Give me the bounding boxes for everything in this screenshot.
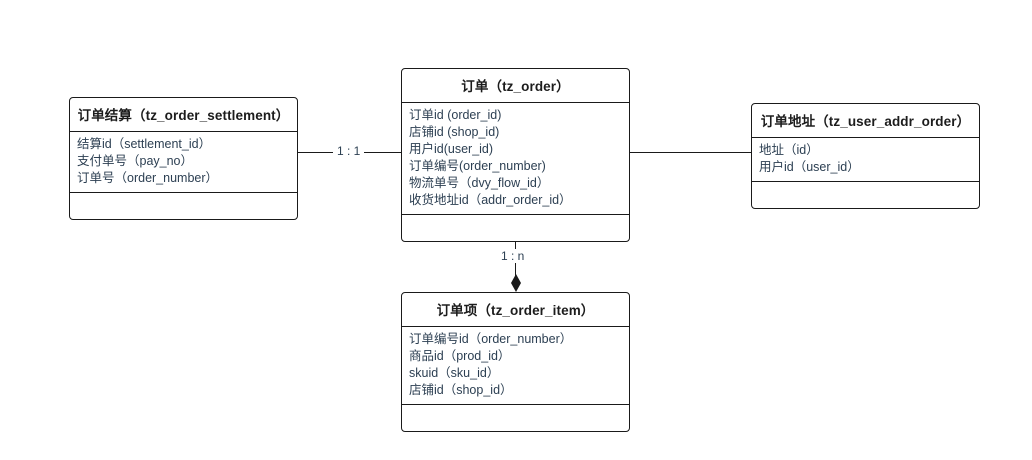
entity-fields-user-addr-order: 地址（id） 用户id（user_id） — [752, 138, 979, 182]
entity-title-order: 订单（tz_order） — [402, 69, 629, 103]
entity-title-user-addr-order: 订单地址（tz_user_addr_order） — [752, 104, 979, 138]
field-row: 店铺id（shop_id） — [409, 383, 513, 397]
entity-order-settlement[interactable]: 订单结算（tz_order_settlement） 结算id（settlemen… — [69, 97, 298, 220]
entity-title-order-item: 订单项（tz_order_item） — [402, 293, 629, 327]
entity-footer-order-item — [402, 405, 629, 431]
field-row: 店铺id (shop_id) — [409, 125, 500, 139]
field-row: 订单号（order_number） — [77, 171, 219, 185]
entity-fields-order: 订单id (order_id) 店铺id (shop_id) 用户id(user… — [402, 103, 629, 215]
entity-footer-order-settlement — [70, 193, 297, 219]
entity-order[interactable]: 订单（tz_order） 订单id (order_id) 店铺id (shop_… — [401, 68, 630, 242]
field-row: 订单编号(order_number) — [409, 159, 546, 173]
entity-footer-user-addr-order — [752, 182, 979, 208]
entity-title-order-settlement: 订单结算（tz_order_settlement） — [70, 98, 297, 132]
field-row: 订单id (order_id) — [409, 108, 502, 122]
connector-order-addr — [630, 152, 751, 153]
field-row: 订单编号id（order_number） — [409, 332, 573, 346]
field-row: 结算id（settlement_id） — [77, 137, 212, 151]
field-row: 支付单号（pay_no） — [77, 154, 194, 168]
cardinality-label-settlement-order: 1 : 1 — [333, 144, 365, 158]
field-row: 地址（id） — [759, 143, 819, 157]
cardinality-label-order-item: 1 : n — [497, 249, 529, 263]
entity-user-addr-order[interactable]: 订单地址（tz_user_addr_order） 地址（id） 用户id（use… — [751, 103, 980, 209]
field-row: 物流单号（dvy_flow_id） — [409, 176, 550, 190]
field-row: 收货地址id（addr_order_id） — [409, 193, 572, 207]
field-row: 用户id（user_id） — [759, 160, 860, 174]
entity-footer-order — [402, 215, 629, 241]
entity-order-item[interactable]: 订单项（tz_order_item） 订单编号id（order_number） … — [401, 292, 630, 432]
entity-fields-order-item: 订单编号id（order_number） 商品id（prod_id） skuid… — [402, 327, 629, 405]
entity-fields-order-settlement: 结算id（settlement_id） 支付单号（pay_no） 订单号（ord… — [70, 132, 297, 193]
field-row: skuid（sku_id） — [409, 366, 500, 380]
field-row: 商品id（prod_id） — [409, 349, 511, 363]
field-row: 用户id(user_id) — [409, 142, 494, 156]
